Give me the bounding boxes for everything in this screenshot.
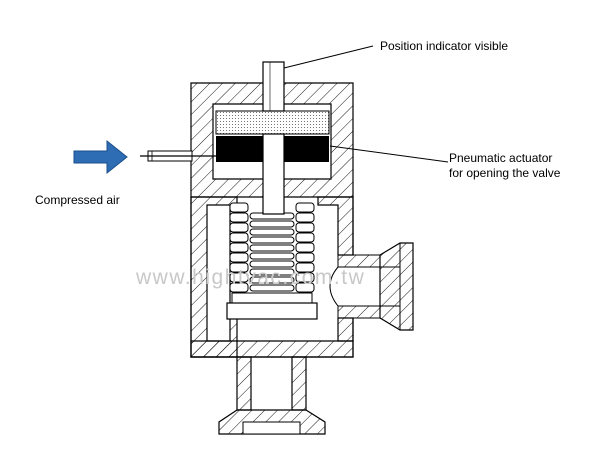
upper-chamber (215, 110, 330, 135)
compressed-air-label: Compressed air (35, 193, 120, 207)
watermark: www.hightvac.com.tw (135, 266, 365, 289)
air-inlet-port (140, 150, 216, 162)
valve-body (190, 196, 354, 358)
pneumatic-piston (216, 136, 329, 162)
actuator-leader (329, 145, 449, 163)
valve-plate (226, 302, 318, 320)
position-indicator-label: Position indicator visible (380, 39, 508, 53)
actuator-label-line2: for opening the valve (449, 166, 561, 180)
position-indicator-leader (283, 45, 374, 69)
valve-stem (262, 61, 285, 215)
bellows-assembly (229, 202, 315, 304)
side-outlet-port (329, 242, 414, 331)
bottom-outlet-port (218, 356, 326, 435)
actuator-label-line1: Pneumatic actuator (449, 151, 552, 165)
callout-lines (283, 45, 449, 163)
right-arrow-icon (73, 139, 128, 175)
